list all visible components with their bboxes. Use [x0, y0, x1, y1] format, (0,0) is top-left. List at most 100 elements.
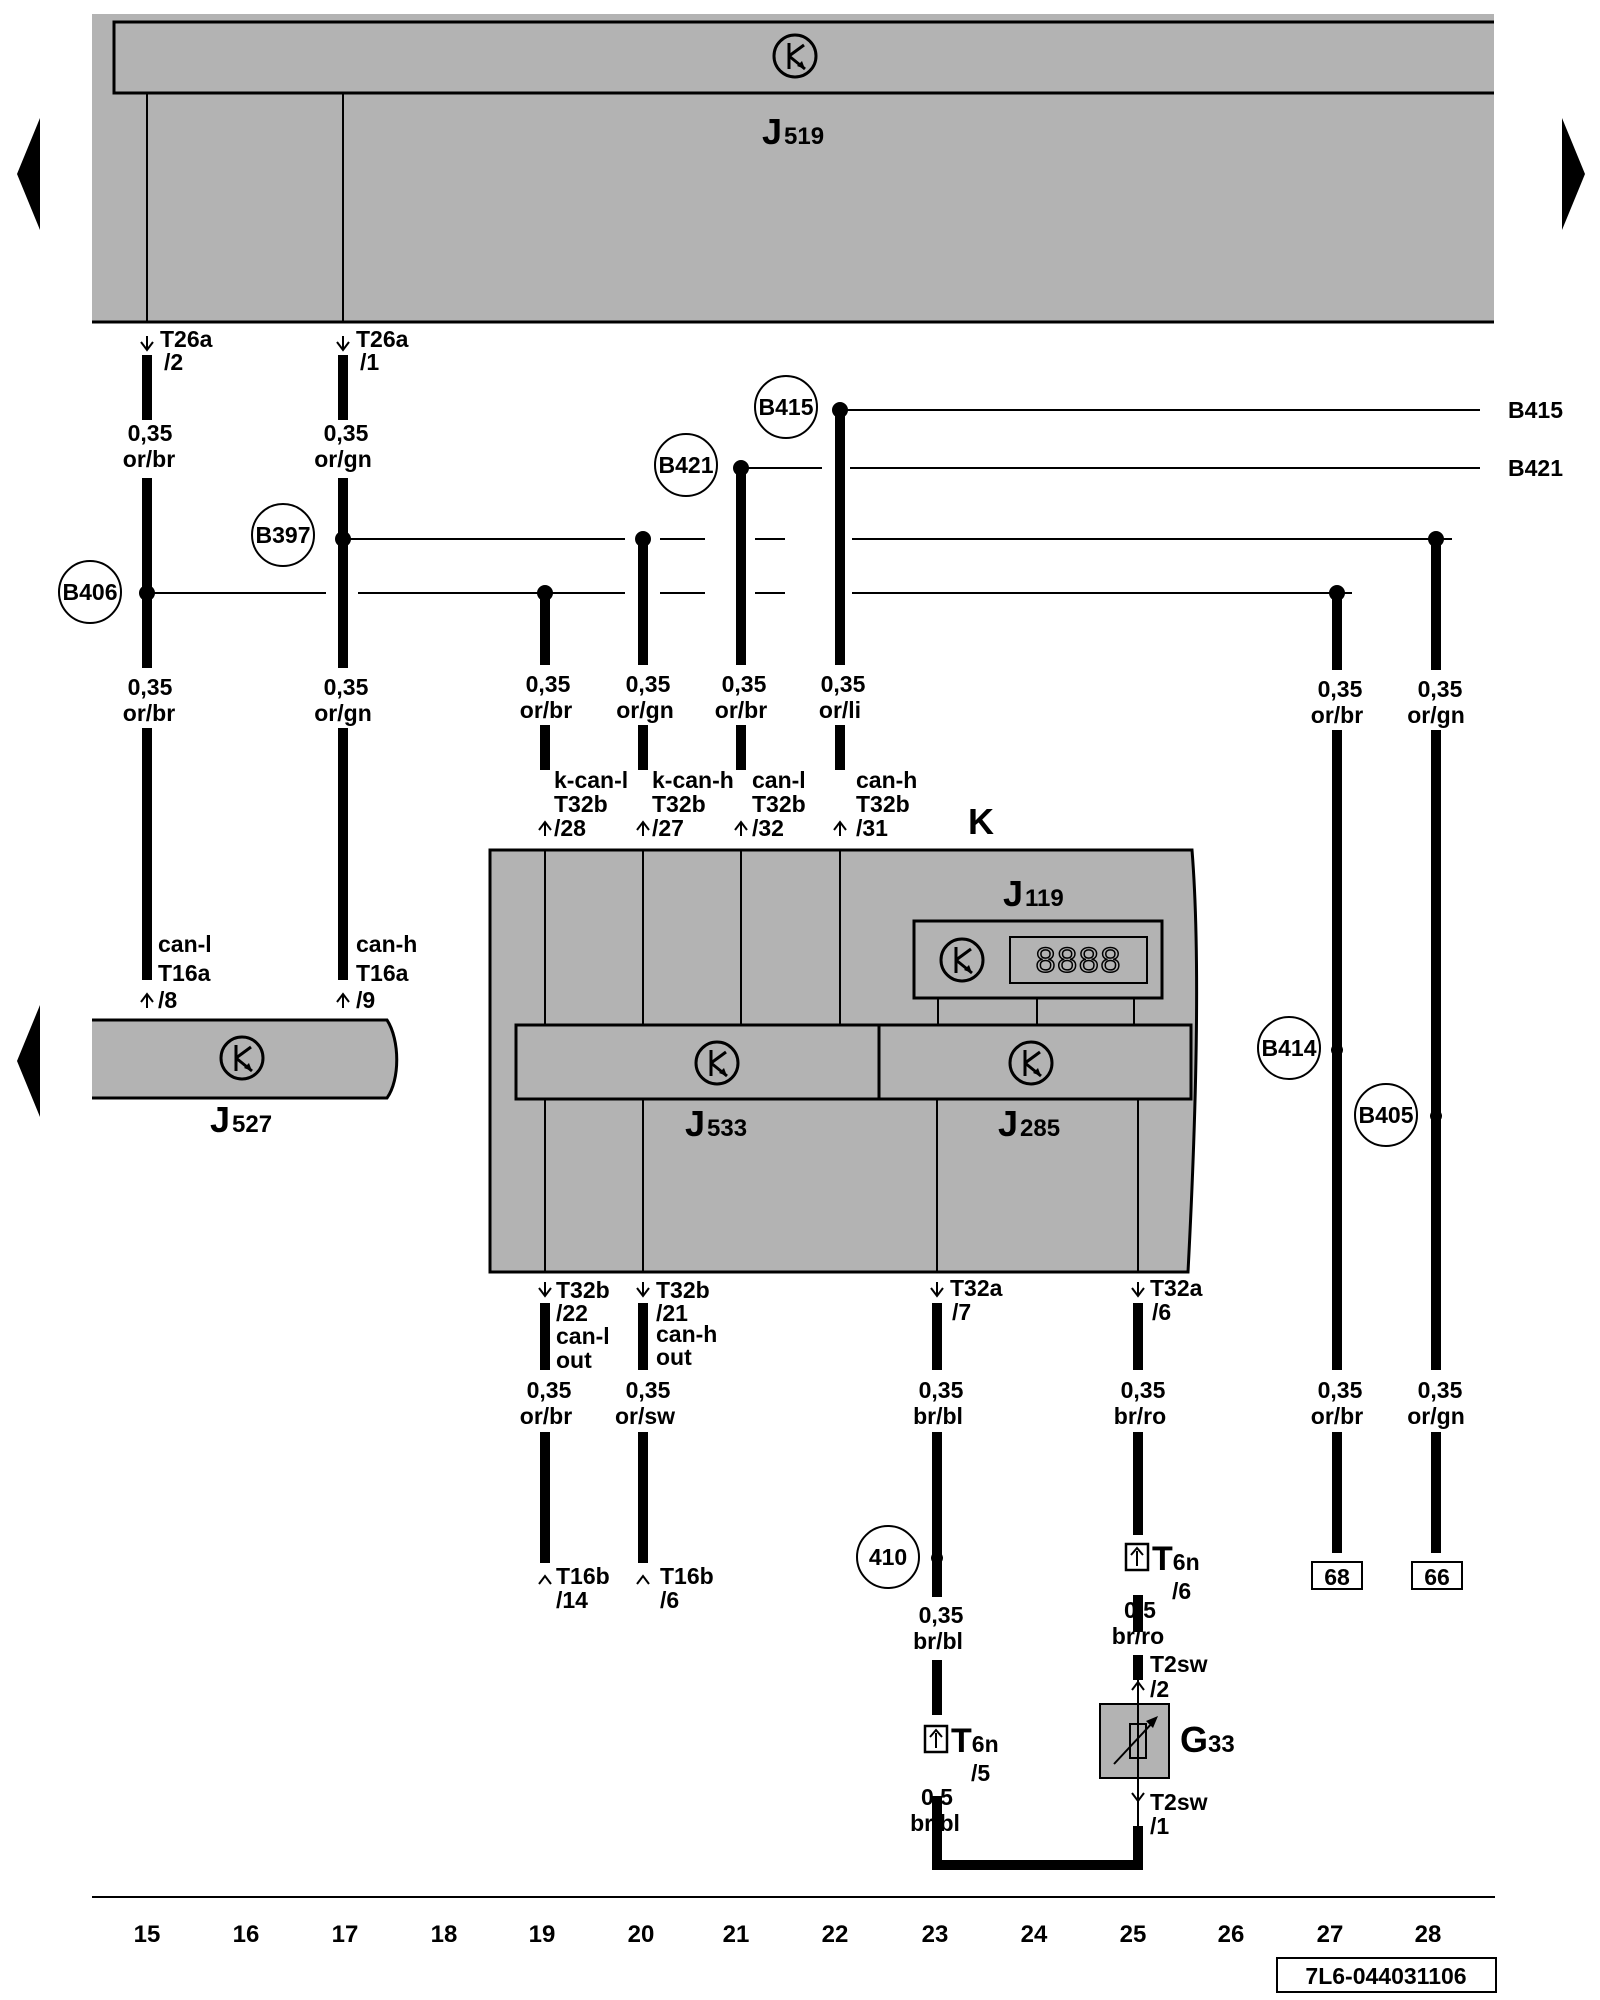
- j519-label: J519: [762, 111, 824, 152]
- svg-text:0,35: 0,35: [626, 671, 671, 697]
- k-label: K: [968, 801, 994, 842]
- svg-text:T32b: T32b: [652, 791, 706, 817]
- svg-text:T16b: T16b: [660, 1563, 714, 1589]
- svg-text:T32b: T32b: [554, 791, 608, 817]
- svg-text:23: 23: [922, 1921, 949, 1948]
- wire-labels: 0,35 or/br 0,35 or/gn 0,35 or/br 0,35 or…: [123, 420, 1465, 1836]
- svg-text:20: 20: [628, 1921, 655, 1948]
- svg-text:0,35: 0,35: [128, 420, 173, 446]
- column-numbers: 15 16 17 18 19 20 21 22 23 24 25 26 27 2…: [134, 1921, 1442, 1948]
- svg-text:or/br: or/br: [520, 1403, 572, 1429]
- svg-text:0,35: 0,35: [626, 1377, 671, 1403]
- svg-text:0,35: 0,35: [324, 674, 369, 700]
- t6n-5-pin: /5: [971, 1760, 990, 1786]
- svg-text:15: 15: [134, 1921, 161, 1948]
- svg-text:/27: /27: [652, 815, 684, 841]
- svg-text:or/gn: or/gn: [314, 700, 372, 726]
- connector-icon: [1124, 1542, 1150, 1572]
- svg-text:T16a: T16a: [158, 960, 211, 986]
- svg-text:19: 19: [529, 1921, 556, 1948]
- svg-text:k-can-l: k-can-l: [554, 767, 628, 793]
- svg-text:B406: B406: [63, 579, 118, 605]
- svg-text:or/gn: or/gn: [616, 697, 674, 723]
- svg-text:can-h: can-h: [856, 767, 917, 793]
- page-nav-left-arrow-icon[interactable]: [17, 118, 40, 230]
- svg-text:24: 24: [1021, 1921, 1048, 1948]
- svg-text:T16a: T16a: [356, 960, 409, 986]
- svg-text:/2: /2: [1150, 1676, 1169, 1702]
- svg-text:B415: B415: [759, 394, 814, 420]
- svg-text:br/bl: br/bl: [913, 1628, 963, 1654]
- junction-b397: B397: [251, 503, 315, 567]
- svg-text:/32: /32: [752, 815, 784, 841]
- svg-text:18: 18: [431, 1921, 458, 1948]
- svg-text:can-l: can-l: [752, 767, 806, 793]
- svg-text:7L6-044031106: 7L6-044031106: [1305, 1963, 1466, 1989]
- svg-text:br/ro: br/ro: [1112, 1623, 1164, 1649]
- svg-text:17: 17: [332, 1921, 359, 1948]
- page-nav-right-arrow-icon[interactable]: [1562, 118, 1585, 230]
- junction-b406: B406: [58, 560, 122, 624]
- svg-text:out: out: [656, 1344, 692, 1370]
- control-unit-j519: J519: [92, 14, 1494, 324]
- svg-text:66: 66: [1424, 1564, 1450, 1590]
- svg-text:/6: /6: [1152, 1299, 1171, 1325]
- svg-text:T32b: T32b: [556, 1277, 610, 1303]
- svg-text:0,35: 0,35: [1318, 1377, 1363, 1403]
- junction-b414: B414: [1257, 1016, 1321, 1080]
- svg-text:or/br: or/br: [520, 697, 572, 723]
- junction-b405: B405: [1354, 1083, 1418, 1147]
- digital-display-icon: [1009, 936, 1148, 984]
- svg-text:28: 28: [1415, 1921, 1442, 1948]
- svg-text:/9: /9: [356, 987, 375, 1013]
- svg-text:0,35: 0,35: [324, 420, 369, 446]
- svg-text:26: 26: [1218, 1921, 1245, 1948]
- svg-text:T2sw: T2sw: [1150, 1651, 1208, 1677]
- page-nav-left-arrow-icon[interactable]: [17, 1005, 40, 1117]
- svg-text:0,35: 0,35: [919, 1602, 964, 1628]
- reference-66: 66: [1411, 1561, 1463, 1590]
- svg-text:or/gn: or/gn: [1407, 1403, 1465, 1429]
- temperature-sender-g33: G33: [1099, 1680, 1235, 1826]
- svg-text:0,35: 0,35: [526, 671, 571, 697]
- svg-text:/1: /1: [1150, 1813, 1169, 1839]
- display-digits: 8888: [1035, 942, 1121, 983]
- svg-text:B421: B421: [659, 452, 714, 478]
- svg-text:/6: /6: [660, 1587, 679, 1613]
- t6n-5-label: T6n: [951, 1722, 999, 1760]
- svg-text:T32a: T32a: [950, 1275, 1003, 1301]
- j533-label: J533: [685, 1103, 747, 1144]
- svg-text:br/ro: br/ro: [1114, 1403, 1166, 1429]
- instrument-cluster-k: K J533 J285 8888 J119: [488, 801, 1199, 1274]
- svg-text:k-can-h: k-can-h: [652, 767, 734, 793]
- svg-text:0,35: 0,35: [1318, 676, 1363, 702]
- connector-labels: T26a /2 T26a /1 can-l T16a /8 can-h T16a…: [158, 326, 1208, 1839]
- svg-text:can-h: can-h: [656, 1321, 717, 1347]
- svg-text:27: 27: [1317, 1921, 1344, 1948]
- right-label-b421: B421: [1508, 455, 1563, 481]
- t6n-6-label: T6n: [1152, 1540, 1200, 1578]
- svg-text:T32b: T32b: [656, 1277, 710, 1303]
- svg-text:T32a: T32a: [1150, 1275, 1203, 1301]
- svg-text:/22: /22: [556, 1300, 588, 1326]
- svg-text:/21: /21: [656, 1300, 688, 1326]
- t6n-6-pin: /6: [1172, 1578, 1191, 1604]
- svg-text:can-l: can-l: [158, 931, 212, 957]
- svg-text:T16b: T16b: [556, 1563, 610, 1589]
- g33-label: G33: [1180, 1719, 1235, 1760]
- svg-text:0,35: 0,35: [722, 671, 767, 697]
- svg-text:/8: /8: [158, 987, 177, 1013]
- connector-icon: [923, 1724, 949, 1754]
- svg-text:or/br: or/br: [1311, 1403, 1363, 1429]
- svg-text:or/br: or/br: [123, 446, 175, 472]
- svg-text:can-l: can-l: [556, 1323, 610, 1349]
- svg-text:B414: B414: [1262, 1035, 1317, 1061]
- svg-text:can-h: can-h: [356, 931, 417, 957]
- svg-text:/1: /1: [360, 349, 379, 375]
- svg-text:T32b: T32b: [856, 791, 910, 817]
- svg-text:or/br: or/br: [715, 697, 767, 723]
- svg-text:0,35: 0,35: [821, 671, 866, 697]
- svg-text:br/bl: br/bl: [910, 1810, 960, 1836]
- svg-text:0,35: 0,35: [1418, 676, 1463, 702]
